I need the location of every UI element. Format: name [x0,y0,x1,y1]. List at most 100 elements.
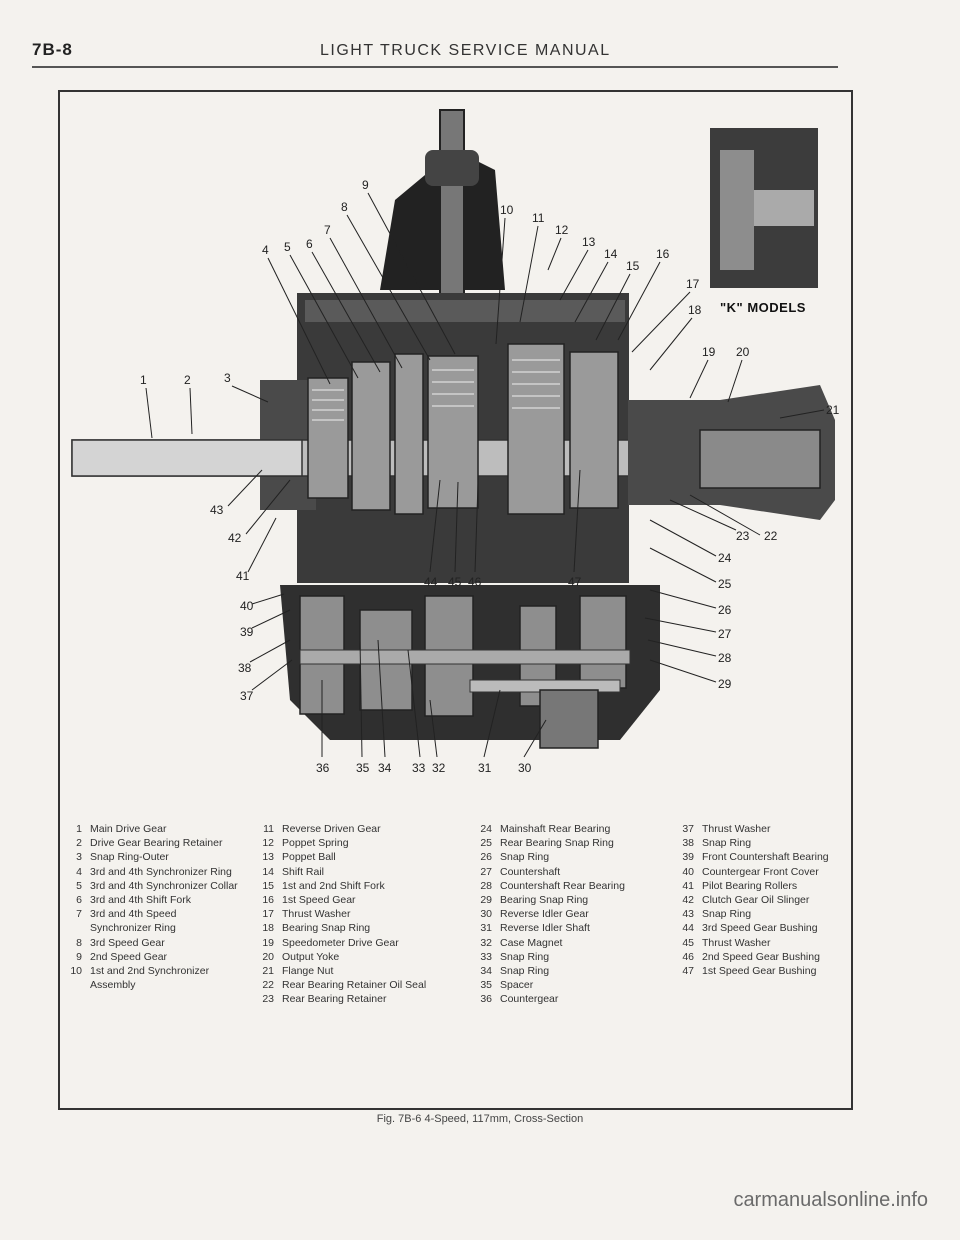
callout-13: 13 [582,235,596,249]
callout-32: 32 [432,761,446,775]
callout-2: 2 [184,373,191,387]
shift-lever-boot [425,150,479,186]
legend-text: Output Yoke [282,950,340,963]
callout-28: 28 [718,651,732,665]
callout-37: 37 [240,689,254,703]
legend-text: Front Countershaft Bearing [702,851,829,864]
legend-text: Countershaft Rear Bearing [500,879,625,892]
shift-lever [439,109,465,321]
callout-19: 19 [702,345,716,359]
legend-num: 3 [76,851,82,864]
legend-num: 39 [682,851,694,864]
callout-39: 39 [240,625,254,639]
callout-36: 36 [316,761,330,775]
callout-44: 44 [424,575,438,589]
legend-text: Reverse Idler Shaft [500,922,590,935]
legend-text: 2nd Speed Gear Bushing [702,950,820,963]
callout-27: 27 [718,627,732,641]
callout-4: 4 [262,243,269,257]
legend-text: Poppet Spring [282,837,349,850]
legend-text: Snap Ring [702,837,752,850]
legend-text: Thrust Washer [282,908,351,921]
legend-num: 40 [682,865,694,878]
callout-9: 9 [362,178,369,192]
k-models-inset-gear [720,150,754,270]
legend-num: 29 [480,894,492,907]
legend-num: 36 [480,993,492,1006]
legend-item: 3 Snap Ring-Outer [60,850,240,864]
legend-num: 19 [262,936,274,949]
legend-text: Speedometer Drive Gear [282,936,399,949]
legend-num: 7 [76,908,82,921]
legend-num: 10 [70,965,82,978]
legend-item: 45 Thrust Washer [672,936,852,950]
output-yoke [699,429,821,489]
legend-item: 28 Countershaft Rear Bearing [470,879,650,893]
legend-text: 3rd and 4th Speed Synchronizer Ring [90,908,177,935]
legend-text: 3rd and 4th Synchronizer Collar [90,879,238,892]
legend-num: 42 [682,894,694,907]
legend-num: 6 [76,894,82,907]
callout-1: 1 [140,373,147,387]
legend-text: Reverse Idler Gear [500,908,589,921]
legend-num: 1 [76,823,82,835]
legend-num: 37 [682,823,694,835]
callout-33: 33 [412,761,426,775]
legend-num: 32 [480,936,492,949]
legend-text: 3rd and 4th Shift Fork [90,894,191,907]
callout-35: 35 [356,761,370,775]
legend-num: 18 [262,922,274,935]
input-shaft [71,439,303,477]
callout-3: 3 [224,371,231,385]
legend-text: Rear Bearing Snap Ring [500,837,614,850]
legend-num: 31 [480,922,492,935]
legend-text: Mainshaft Rear Bearing [500,823,611,835]
callout-21: 21 [826,403,840,417]
legend-num: 23 [262,993,274,1006]
callout-11: 11 [532,211,545,225]
legend-text: Case Magnet [500,936,563,949]
legend-text: Thrust Washer [702,936,771,949]
legend-item: 31 Reverse Idler Shaft [470,921,650,935]
legend-num: 45 [682,936,694,949]
legend-num: 24 [480,823,492,835]
legend-item: 7 3rd and 4th Speed Synchronizer Ring [60,907,240,935]
legend-text: Snap Ring-Outer [90,851,169,864]
gear-teeth-detail [312,359,560,421]
k-models-inset-shaft [754,190,814,226]
legend-num: 35 [480,979,492,992]
legend-num: 14 [262,865,274,878]
reverse-idler-gear [539,689,599,749]
legend-num: 16 [262,894,274,907]
legend-num: 15 [262,879,274,892]
legend-num: 8 [76,936,82,949]
legend-text: Snap Ring [702,908,752,921]
callout-23: 23 [736,529,750,543]
callout-47: 47 [568,575,582,589]
callout-14: 14 [604,247,618,261]
legend-text: Countergear Front Cover [702,865,819,878]
legend-item: 32 Case Magnet [470,936,650,950]
legend-num: 22 [262,979,274,992]
legend-num: 28 [480,879,492,892]
